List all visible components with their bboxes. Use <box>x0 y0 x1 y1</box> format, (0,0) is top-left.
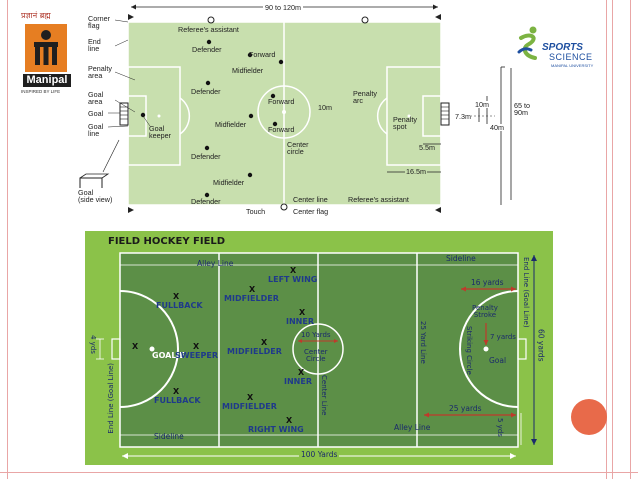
label-alley-line-top: Alley Line <box>197 259 234 268</box>
label-defender-3: Defender <box>191 152 221 161</box>
label-center-circle: Center Circle <box>304 348 328 363</box>
frame-line-left <box>7 0 8 479</box>
soccer-top-dimension: 90 to 120m <box>263 3 303 12</box>
label-sideline-bottom: Sideline <box>154 432 184 441</box>
decorative-circle <box>571 399 607 435</box>
label-penalty-arc: Penalty arc <box>353 89 377 106</box>
label-end-line-right: End Line (Goal Line) <box>522 257 530 328</box>
label-touch: Touch <box>246 207 266 216</box>
marker-inner-2: X <box>298 368 305 377</box>
label-end-line: End line <box>88 37 101 54</box>
label-60-yards: 60 yards <box>536 329 546 362</box>
label-10-yards: 10 Yards <box>301 331 331 339</box>
marker-right-wing: X <box>286 416 293 425</box>
label-referees-assistant-top: Referee's assistant <box>178 25 239 34</box>
marker-midfielder-3: X <box>247 393 254 402</box>
label-100-yards: 100 Yards <box>299 450 340 459</box>
label-forward-1: Forward <box>249 50 276 59</box>
label-16-yards: 16 yards <box>471 278 504 287</box>
player-fullback-2: FULLBACK <box>154 396 201 405</box>
marker-fullback-1: X <box>173 292 180 301</box>
label-midfielder-2: Midfielder <box>215 120 247 129</box>
manipal-logo: प्रज्ञानं ब्रह्म Manipal INSPIRED BY LIF… <box>21 12 73 96</box>
player-midfielder-1: MIDFIELDER <box>224 294 279 303</box>
label-goal-area: Goal area <box>88 90 104 107</box>
sports-science-logo: SPORTS SCIENCE MANIPAL UNIVERSITY <box>517 26 607 70</box>
label-midfielder-1: Midfielder <box>232 66 264 75</box>
marker-left-wing: X <box>290 266 297 275</box>
label-65-90m: 65 to 90m <box>514 101 530 118</box>
hindi-tagline: प्रज्ञानं ब्रह्म <box>21 11 51 20</box>
label-referees-assistant-bottom: Referee's assistant <box>348 195 409 204</box>
label-center-line: Center line <box>293 195 328 204</box>
label-40m: 40m <box>490 123 504 132</box>
label-striking-circle: Striking Circle <box>465 326 473 375</box>
marker-inner-1: X <box>299 308 306 317</box>
marker-sweeper: X <box>193 342 200 351</box>
label-goal-line: Goal line <box>88 122 104 139</box>
label-16-5m: 16.5m <box>405 167 427 176</box>
label-7-3m: 7.3m <box>455 112 471 121</box>
marker-goalie: X <box>132 342 139 351</box>
player-sweeper: SWEEPER <box>175 351 219 360</box>
marker-midfielder-2: X <box>261 338 268 347</box>
label-forward-3: Forward <box>268 125 295 134</box>
label-goal: Goal <box>489 356 507 365</box>
frame-line-bottom <box>0 472 638 473</box>
label-25-yard-line: 25 Yard Line <box>419 321 427 364</box>
sports-figure-icon <box>517 26 537 60</box>
hockey-field-svg <box>85 231 553 465</box>
player-fullback-1: FULLBACK <box>156 301 203 310</box>
hockey-field-diagram: FIELD HOCKEY FIELD X LEFT WING X FULLBAC… <box>85 231 553 465</box>
label-4-yds: 4 yds <box>89 335 97 354</box>
player-inner-2: INNER <box>284 377 312 386</box>
label-goal-side-view: Goal (side view) <box>78 188 113 205</box>
label-penalty-stroke: Penalty Stroke <box>472 304 498 319</box>
label-25-yards: 25 yards <box>449 404 482 413</box>
label-defender-2: Defender <box>191 87 221 96</box>
label-5-5m: 5.5m <box>419 143 435 152</box>
manipal-name: Manipal <box>23 74 71 87</box>
sports-subtitle: SCIENCE <box>549 52 593 62</box>
marker-fullback-2: X <box>173 387 180 396</box>
label-sideline-top: Sideline <box>446 254 476 263</box>
label-midfielder-3: Midfielder <box>213 178 245 187</box>
sports-university: MANIPAL UNIVERSITY <box>551 63 594 68</box>
label-10m-right: 10m <box>475 100 489 109</box>
frame-line-right-edge <box>630 0 631 479</box>
manipal-emblem <box>25 24 67 72</box>
player-right-wing: RIGHT WING <box>248 425 304 434</box>
label-corner-flag: Corner flag <box>88 14 110 31</box>
sports-title: SPORTS <box>542 42 583 53</box>
label-penalty-area: Penalty area <box>88 64 112 81</box>
soccer-field-svg <box>79 4 512 213</box>
label-end-line-left: End Line (Goal Line) <box>107 363 115 434</box>
label-center-circle: Center circle <box>287 140 309 157</box>
label-defender-4: Defender <box>191 197 221 206</box>
label-goal: Goal <box>88 109 104 118</box>
label-5-yds: 5 yds <box>496 418 504 437</box>
player-midfielder-3: MIDFIELDER <box>222 402 277 411</box>
manipal-emblem-icon <box>34 30 58 65</box>
player-inner-1: INNER <box>286 317 314 326</box>
label-center-line: Center Line <box>320 375 328 416</box>
hockey-title: FIELD HOCKEY FIELD <box>108 236 226 247</box>
player-left-wing: LEFT WING <box>268 275 318 284</box>
label-10m: 10m <box>318 103 332 112</box>
frame-line-right-outer <box>612 0 613 479</box>
frame-line-right-inner <box>606 0 607 479</box>
label-goal-keeper: Goal keeper <box>149 124 171 141</box>
label-alley-line-bottom: Alley Line <box>394 423 431 432</box>
label-defender-1: Defender <box>192 45 222 54</box>
label-forward-2: Forward <box>268 97 295 106</box>
label-penalty-spot: Penalty spot <box>393 115 417 132</box>
marker-midfielder-1: X <box>249 285 256 294</box>
player-goalie: GOALIE <box>152 351 185 360</box>
label-center-flag: Center flag <box>293 207 329 216</box>
player-midfielder-2: MIDFIELDER <box>227 347 282 356</box>
label-7-yards: 7 yards <box>490 333 516 341</box>
manipal-tagline: INSPIRED BY LIFE <box>21 89 61 94</box>
soccer-field-diagram: 90 to 120m Corner flag End line Penalty … <box>75 0 545 222</box>
